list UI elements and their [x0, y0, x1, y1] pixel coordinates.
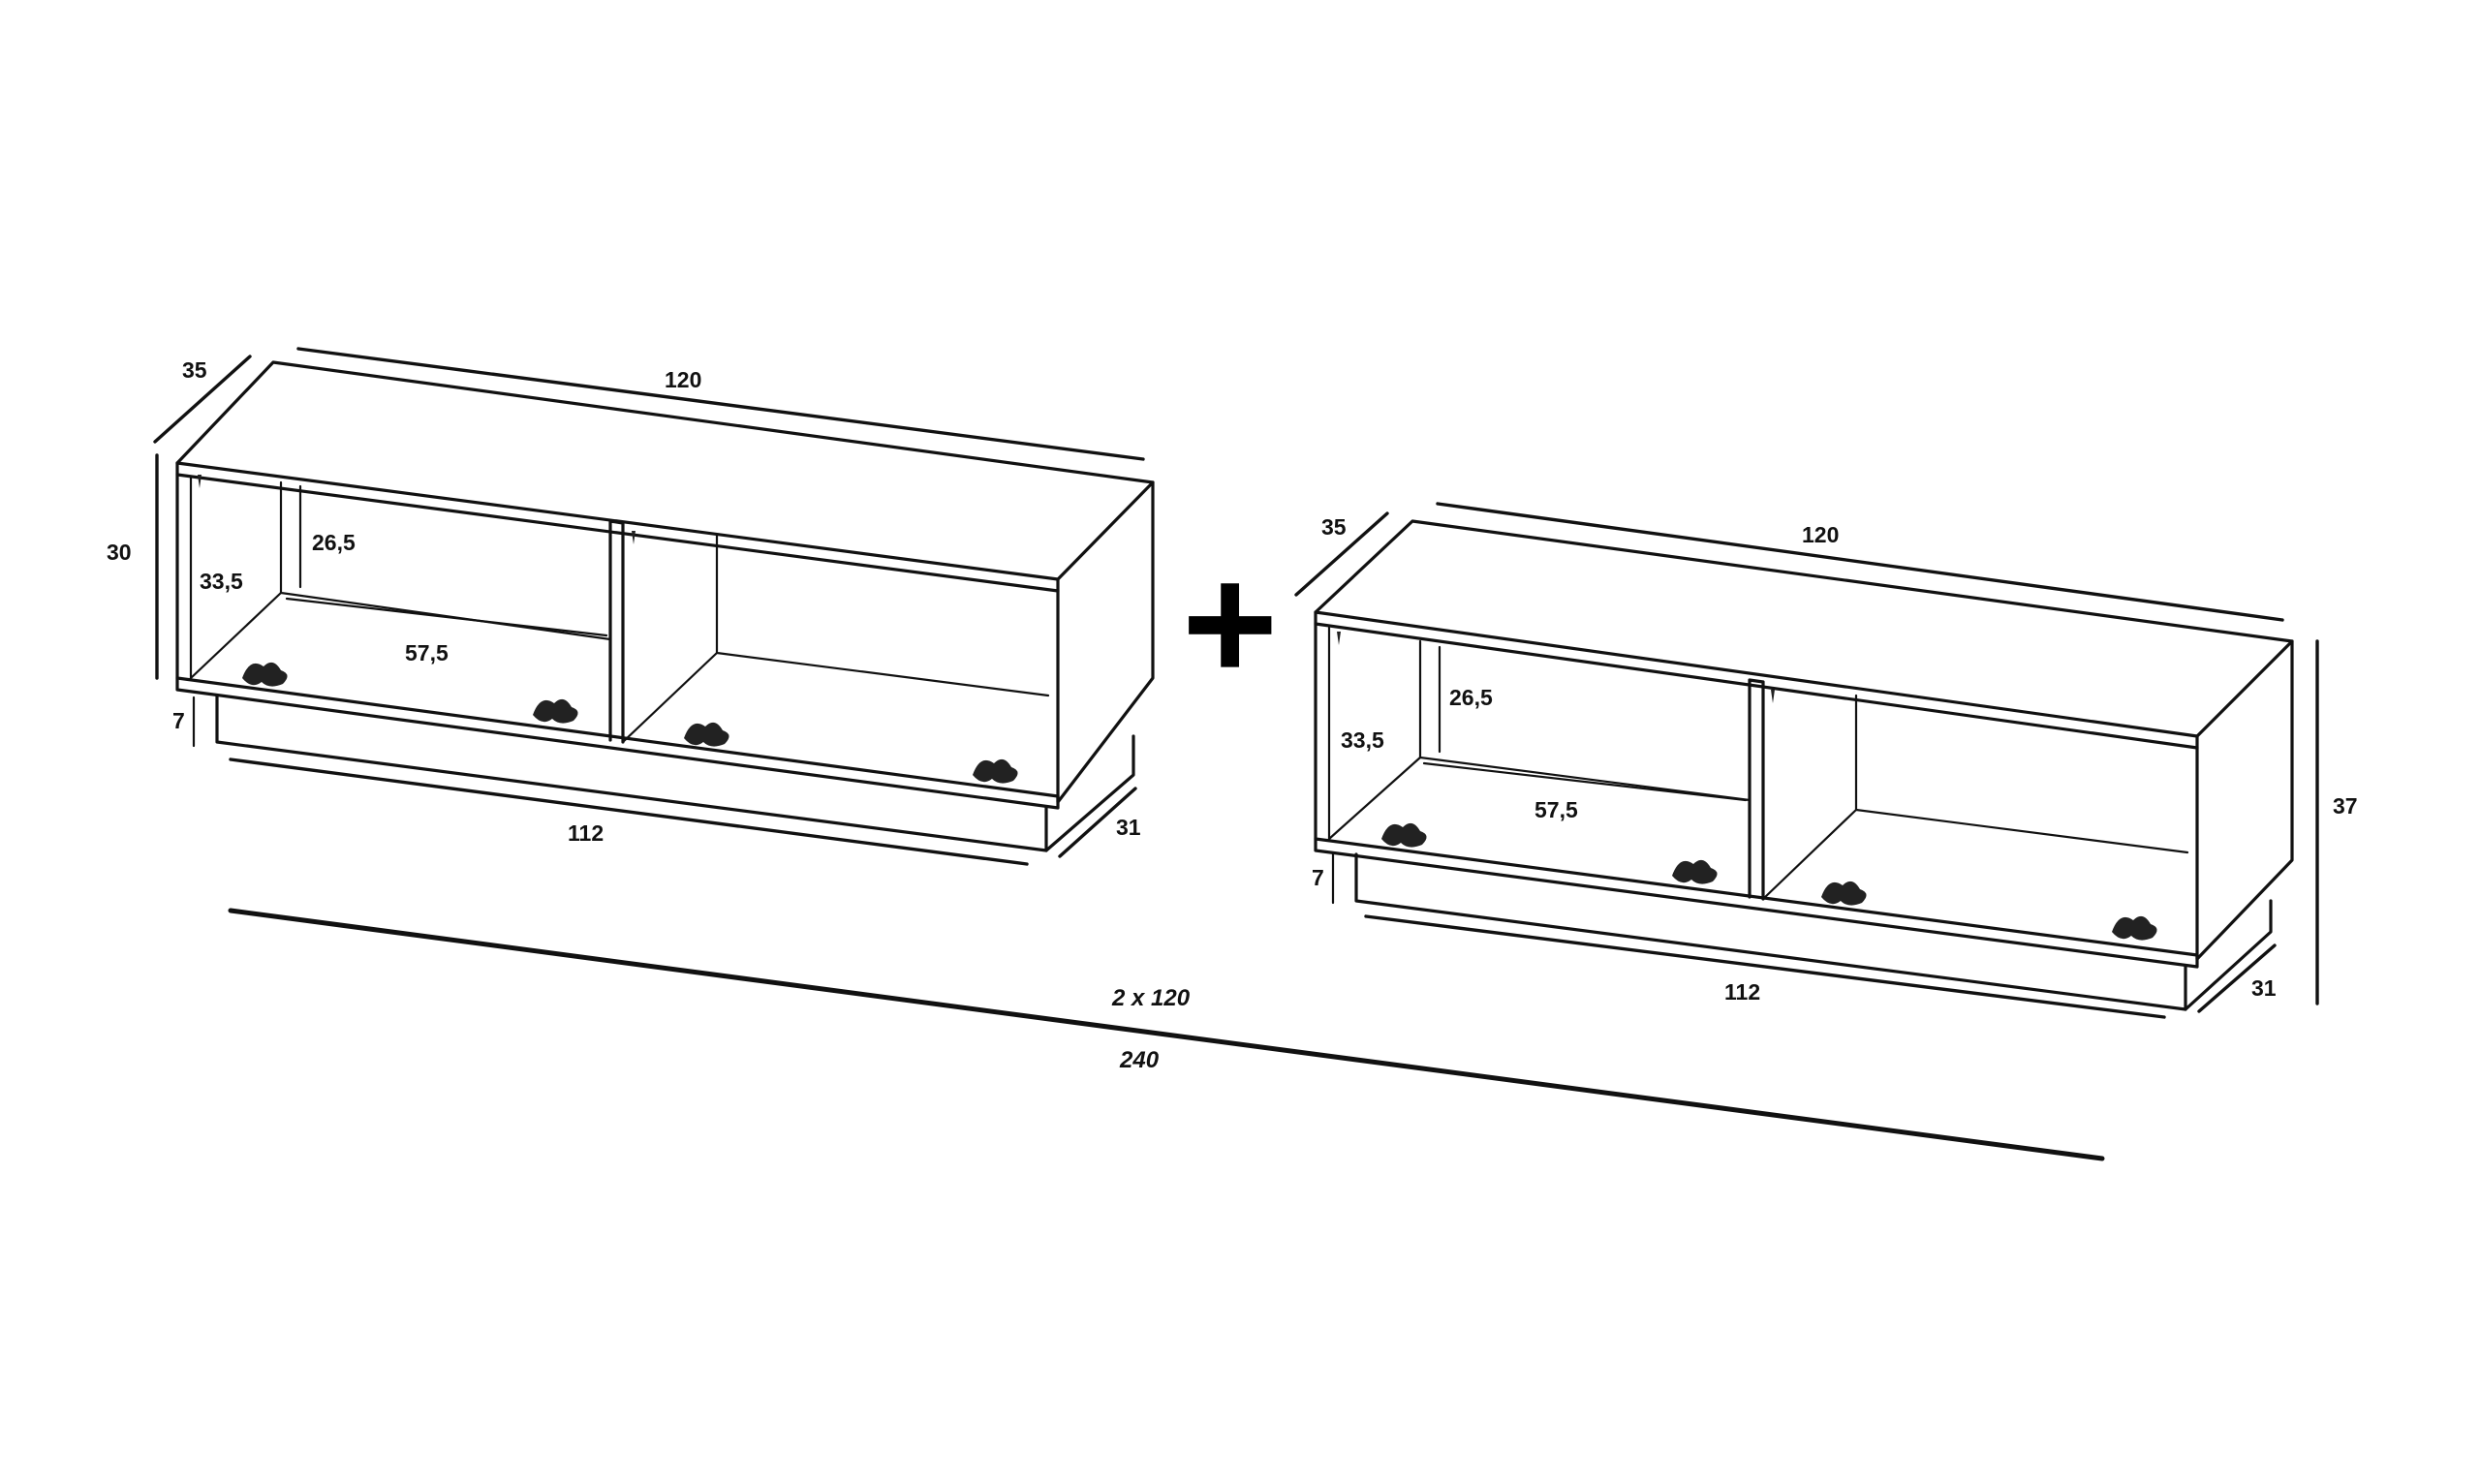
ornament-handle-icon [973, 758, 1018, 784]
cabinet-left-plinth-width-label: 112 [568, 820, 604, 846]
cabinet-right-depth-dim [1294, 511, 1389, 597]
cabinet-right-inner-height-label: 26,5 [1449, 685, 1493, 710]
ornament-handle-icon [2112, 915, 2157, 941]
cabinet-left-top-front-edge [175, 461, 1060, 593]
hinge-icon [1771, 690, 1775, 703]
total-width-label: 240 [1119, 1047, 1160, 1073]
cabinet-left-back-edge [279, 480, 612, 641]
cabinet-right-divider [1748, 678, 1765, 901]
cabinet-left-divider [608, 519, 625, 744]
cabinet-right-handles [1337, 632, 2157, 941]
cabinet-right: 35 120 37 26,5 33,5 57,5 7 112 31 [1294, 502, 2358, 1019]
cabinet-left-inner-height-label: 26,5 [312, 530, 356, 555]
cabinet-left-inner-width-label: 57,5 [405, 640, 449, 665]
cabinet-right-right-side [2195, 639, 2294, 961]
cabinet-left-handles [198, 475, 1018, 784]
cabinet-right-inner-width-label: 57,5 [1534, 797, 1578, 822]
ornament-handle-icon [1821, 881, 1867, 906]
cabinet-left-floor-back-left [189, 591, 283, 680]
cabinet-right-plinth-width-dim [1364, 914, 2166, 1019]
cabinet-left-width-label: 120 [665, 367, 701, 392]
ornament-handle-icon [684, 722, 729, 747]
cabinet-left-plinth-depth-label: 31 [1116, 815, 1141, 840]
plus-sign: + [1182, 532, 1278, 716]
cabinet-left-right-side [1056, 480, 1155, 804]
cabinet-right-bottom-edge [1314, 837, 2199, 969]
hinge-icon [198, 475, 202, 488]
cabinet-right-plinth [1354, 852, 2273, 1011]
cabinet-left: 35 120 30 26,5 33,5 57,5 7 112 31 [107, 347, 1155, 866]
total-dimension: 2 x 120 240 [228, 908, 2105, 1161]
cabinet-left-plinth [215, 694, 1135, 852]
cabinet-right-inner-width-dim [1422, 761, 1748, 802]
cabinet-right-plinth-depth-dim [2197, 943, 2277, 1013]
cabinet-right-total-height-label: 37 [2333, 793, 2358, 819]
cabinet-right-inner-depth-label: 33,5 [1341, 727, 1384, 753]
cabinet-right-plinth-height-label: 7 [1312, 865, 1324, 890]
cabinet-left-height-label: 30 [107, 540, 132, 565]
ornament-handle-icon [533, 698, 578, 724]
cabinet-left-depth-label: 35 [182, 357, 207, 383]
cabinet-left-bottom-edge [175, 676, 1060, 810]
cabinet-left-plinth-width-dim [229, 757, 1029, 866]
cabinet-left-plinth-height-label: 7 [172, 708, 185, 733]
cabinet-right-depth-label: 35 [1321, 514, 1347, 540]
cabinet-left-plinth-depth-dim [1058, 787, 1137, 858]
ornament-handle-icon [1672, 859, 1718, 884]
hinge-icon [1337, 632, 1341, 645]
cabinet-left-width-dim [296, 347, 1145, 461]
cabinet-right-plinth-width-label: 112 [1724, 979, 1760, 1005]
cabinet-right-right-bay-back [1761, 694, 2189, 901]
cabinet-right-plinth-depth-label: 31 [2251, 975, 2277, 1001]
total-multiplier-label: 2 x 120 [1111, 985, 1191, 1011]
cabinet-right-width-dim [1436, 502, 2284, 622]
cabinet-left-depth-dim [153, 355, 252, 444]
cabinet-left-right-bay-back [621, 534, 1050, 744]
total-width-dim-line [228, 908, 2105, 1161]
cabinet-left-inner-depth-label: 33,5 [200, 569, 243, 594]
cabinet-right-floor-back-left [1327, 756, 1422, 841]
ornament-handle-icon [1381, 822, 1427, 848]
cabinet-right-top-front-edge [1314, 610, 2199, 750]
hinge-icon [632, 531, 636, 544]
cabinet-right-width-label: 120 [1802, 522, 1839, 547]
cabinet-left-inner-width-dim [285, 597, 608, 637]
ornament-handle-icon [242, 662, 288, 687]
